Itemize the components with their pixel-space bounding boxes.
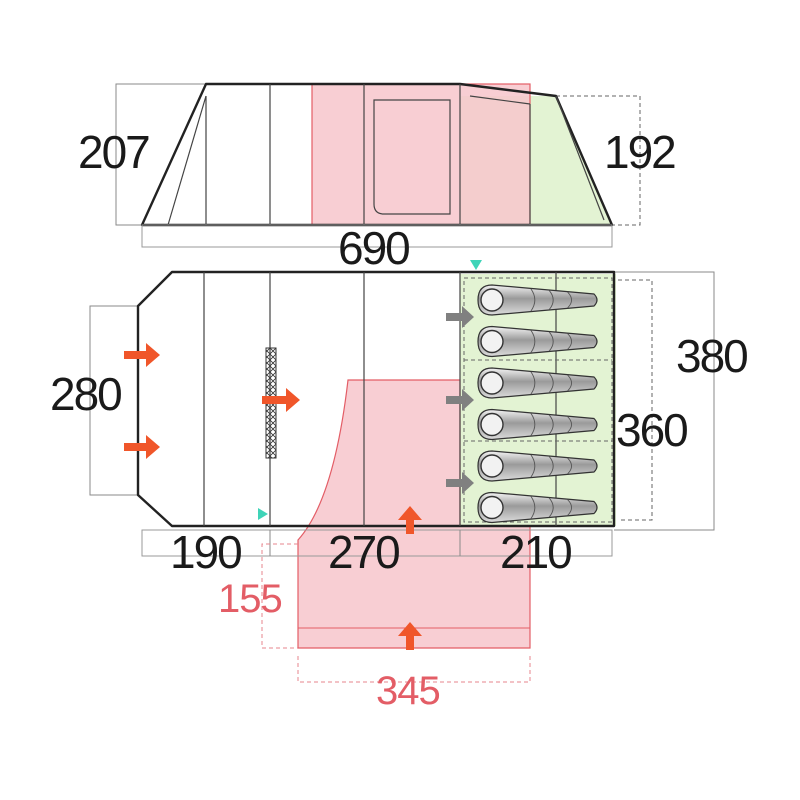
total-width-label: 380 xyxy=(676,330,747,382)
door-arrow-icon xyxy=(124,435,160,459)
vent-triangle-icon xyxy=(470,260,482,270)
door-arrow-icon xyxy=(398,622,422,650)
vent-arrow-icon xyxy=(446,472,474,494)
sleeping-bag-icon xyxy=(477,408,598,441)
width-guide-bedroom xyxy=(618,279,653,521)
porch-side-overlay xyxy=(311,83,531,226)
vent-arrow-icon xyxy=(446,306,474,328)
height-guide-left xyxy=(115,83,206,226)
porch-width-label: 345 xyxy=(376,669,440,713)
side-elevation: 207 192 690 xyxy=(78,82,677,274)
sleeping-bag-icon xyxy=(477,450,598,482)
floor-outline xyxy=(136,270,616,528)
section-label-middle: 270 xyxy=(328,526,399,578)
side-rear-edge xyxy=(555,95,605,221)
floor-width-label-left: 280 xyxy=(50,368,121,420)
sleeping-bag-icon xyxy=(477,491,598,524)
door-arrow-icon xyxy=(398,506,422,534)
sleeping-bag-icon xyxy=(477,367,598,399)
length-label: 690 xyxy=(338,222,409,274)
bedroom-width-label: 360 xyxy=(616,404,687,456)
porch-depth-guide xyxy=(261,543,298,649)
side-window xyxy=(373,99,451,215)
floor-base-strip xyxy=(141,529,613,557)
sleeping-bags xyxy=(477,284,598,524)
width-guide-total xyxy=(614,271,715,531)
door-arrow-icon xyxy=(124,343,160,367)
porch-width-guide xyxy=(297,656,531,683)
height-label-right: 192 xyxy=(604,126,675,178)
side-base-strip xyxy=(141,224,613,248)
vent-triangle-icon xyxy=(258,508,268,520)
width-guide-left xyxy=(89,305,138,496)
floor-plan: 280 380 360 190 270 210 155 345 xyxy=(50,260,749,713)
bedroom-area xyxy=(460,274,616,526)
height-label-left: 207 xyxy=(78,126,149,178)
section-label-right: 210 xyxy=(500,526,571,578)
height-guide-right xyxy=(556,95,641,226)
door-arrow-icon xyxy=(262,388,300,412)
side-inner-pole-left xyxy=(167,95,207,226)
porch-depth-label: 155 xyxy=(218,577,282,621)
vent-arrow-icon xyxy=(446,389,474,411)
side-door-edge xyxy=(469,95,531,105)
sleeping-bag-icon xyxy=(477,284,598,316)
sleeping-bag-icon xyxy=(477,325,598,358)
section-label-left: 190 xyxy=(170,526,241,578)
